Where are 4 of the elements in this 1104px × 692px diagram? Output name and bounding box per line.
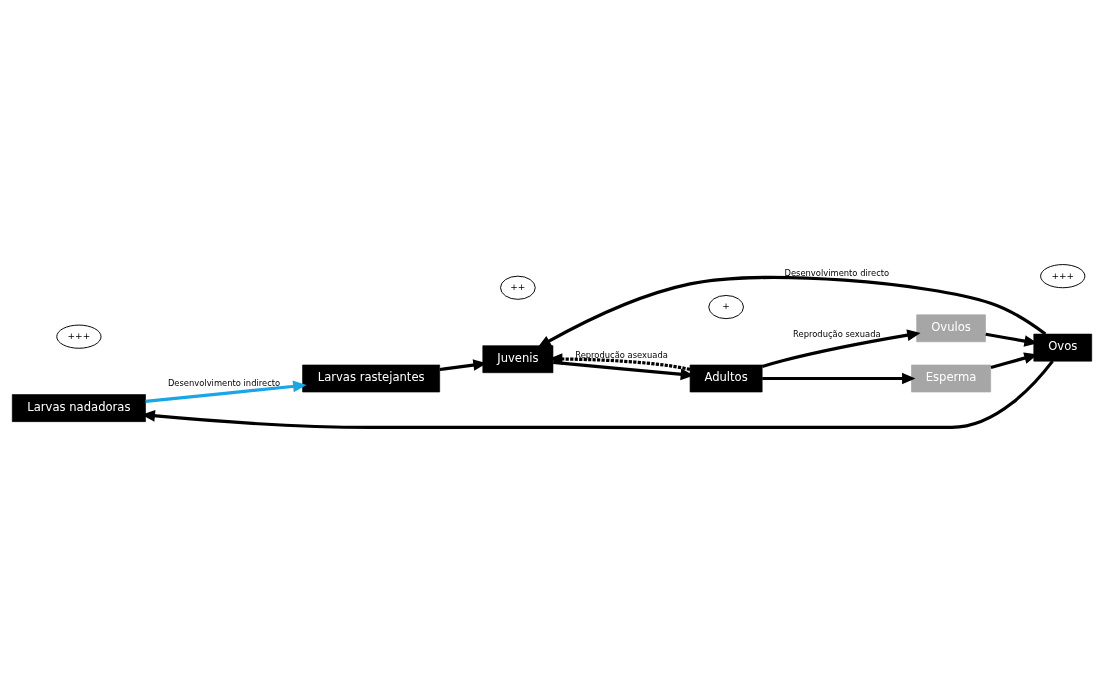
edge-label: Desenvolvimento directo	[784, 267, 890, 278]
edge-label: Reprodução asexuada	[575, 349, 668, 360]
edge-label: Reprodução sexuada	[793, 328, 881, 339]
edge-label: Desenvolvimento indirecto	[167, 377, 281, 388]
